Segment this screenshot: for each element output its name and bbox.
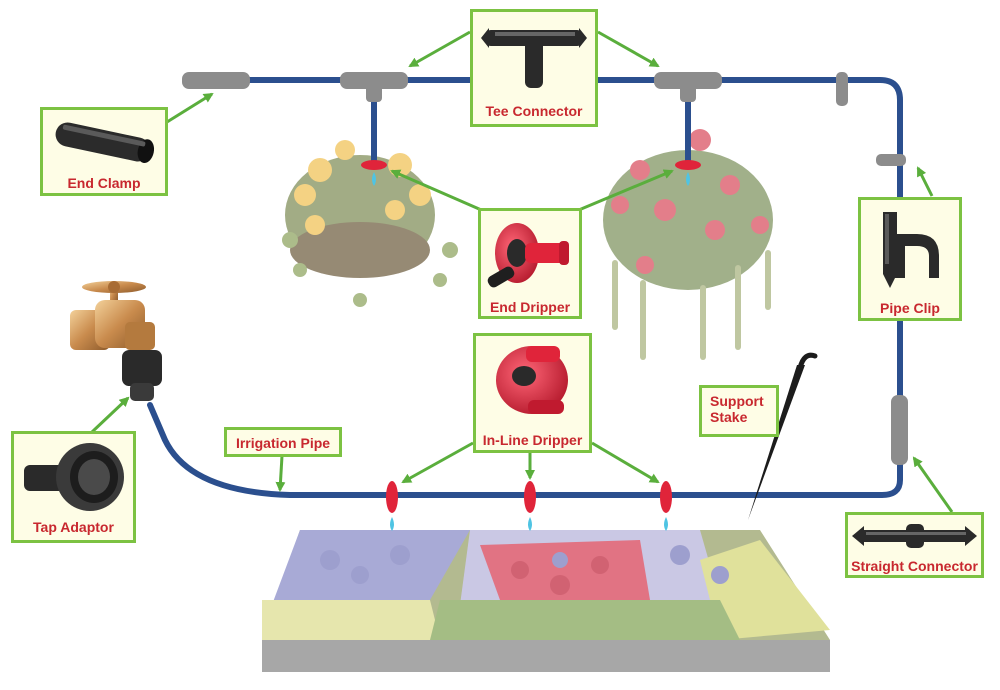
straight-connector-icon [852,524,977,548]
end-dripper-fitting-left [361,160,387,186]
end-dripper-caption: End Dripper [489,299,571,315]
straight-connector-caption: Straight Connector [851,558,978,574]
tap-adaptor-icon [24,443,124,511]
support-stake-label: Support Stake [699,385,779,437]
end-dripper-label: End Dripper [478,208,582,319]
tee-connector-label: Tee Connector [470,9,598,127]
hanging-basket-icon [603,129,773,360]
tap-adaptor-label: Tap Adaptor [11,431,136,543]
tee-connector-icon [481,28,587,88]
end-clamp-icon [55,122,155,163]
in-line-dripper-fitting [386,481,398,531]
in-line-dripper-label: In-Line Dripper [473,333,592,453]
pipe-clip-icon [883,212,939,288]
end-clamp-fitting [182,72,250,89]
in-line-dripper-fitting [660,481,672,531]
straight-connector-label: Straight Connector [845,512,984,578]
in-line-dripper-caption: In-Line Dripper [482,432,583,448]
tee-connector-fitting-right [654,72,722,102]
pipe-clip-caption: Pipe Clip [880,300,940,316]
end-dripper-icon [487,223,569,288]
straight-connector-fitting [891,395,908,465]
tap-adaptor-caption: Tap Adaptor [33,519,114,535]
end-clamp-caption: End Clamp [67,175,141,191]
irrigation-pipe-caption: Irrigation Pipe [235,435,331,451]
hanging-basket-icon [282,140,458,307]
tee-connector-caption: Tee Connector [485,103,583,119]
in-line-dripper-fitting [524,481,536,531]
in-line-dripper-icon [496,346,568,414]
pipe-clip-fitting [876,154,906,166]
irrigation-pipe-label: Irrigation Pipe [224,427,342,457]
end-clamp-label: End Clamp [40,107,168,196]
flower-bed-icon [262,530,830,672]
tap-faucet-icon [70,281,162,401]
support-stake-icon [748,352,818,520]
support-stake-caption: Support Stake [710,393,764,425]
irrigation-pipe [147,77,903,498]
pipe-clip-label: Pipe Clip [858,197,962,321]
tee-connector-fitting-left [340,72,408,102]
pipe-clip-fitting-top [836,72,848,106]
arrows [90,30,954,513]
end-dripper-fitting-right [675,160,701,186]
